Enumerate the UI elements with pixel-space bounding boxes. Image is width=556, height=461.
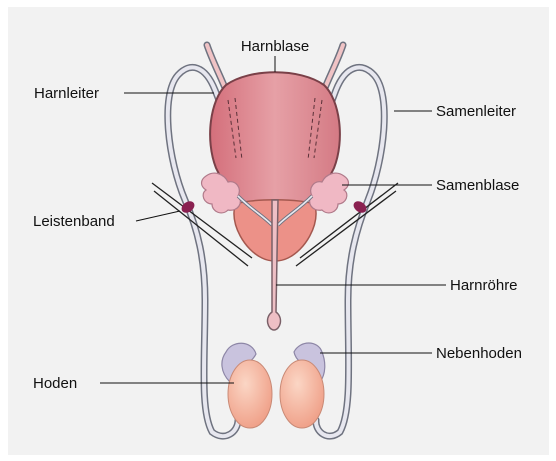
label-leistenband: Leistenband (33, 213, 115, 230)
label-nebenhoden: Nebenhoden (436, 345, 522, 362)
label-harnroehre: Harnröhre (450, 277, 518, 294)
label-harnblase: Harnblase (241, 38, 309, 55)
label-harnleiter: Harnleiter (34, 85, 99, 102)
testis-left (228, 360, 272, 428)
testis-right (280, 360, 324, 428)
label-samenblase: Samenblase (436, 177, 519, 194)
label-samenleiter: Samenleiter (436, 103, 516, 120)
label-hoden: Hoden (33, 375, 77, 392)
